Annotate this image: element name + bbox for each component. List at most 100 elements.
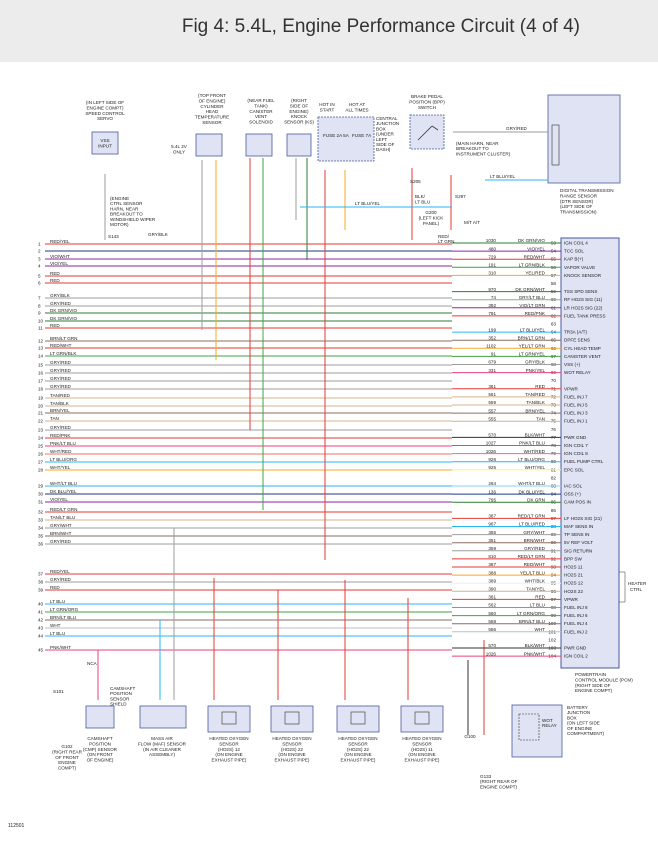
wire-color-label: BRN/YEL bbox=[50, 408, 70, 413]
wire-color-label: BRN/LT GRN bbox=[50, 336, 77, 341]
pcm-signal-label: FUEL INJ 4 bbox=[564, 621, 588, 626]
ground-g133: ENGINE COMPT) bbox=[480, 784, 517, 789]
pcm-circuit-number: 795 bbox=[488, 497, 496, 502]
maf-sensor-caption: ASSEMBLY) bbox=[149, 752, 175, 757]
wire-color-label: TAN/LT BLU bbox=[50, 515, 75, 520]
wire-index: 22 bbox=[38, 419, 44, 424]
nca-label: NCA bbox=[87, 661, 98, 666]
wire-color-label: DK GRN/VIO bbox=[50, 308, 77, 313]
pcm-circuit-number: 264 bbox=[488, 481, 496, 486]
pcm-signal-label: VPWR bbox=[564, 386, 578, 391]
pcm-wire-color: PNK/WHT bbox=[524, 651, 545, 656]
battery-box-caption: COMPARTMENT) bbox=[567, 731, 605, 736]
pcm-circuit-number: 387 bbox=[488, 514, 496, 519]
wire-color-label: RED bbox=[50, 323, 60, 328]
wire-index: 21 bbox=[38, 411, 44, 416]
cam-shield-caption: SHIELD bbox=[110, 702, 127, 707]
pcm-circuit-number: 389 bbox=[488, 578, 496, 583]
engine-harness-note: BREAKOUT TO bbox=[110, 212, 143, 217]
ho2s-element-symbol bbox=[414, 711, 430, 725]
ground-g102: G102 bbox=[61, 744, 73, 749]
wire-index: 40 bbox=[38, 602, 44, 607]
pcm-wire-color: TAN/BLK bbox=[526, 400, 546, 405]
wire-color-label: GRY/RED bbox=[50, 376, 72, 381]
pcm-circuit-number: 74 bbox=[491, 295, 497, 300]
pcm-pin-number: 86 bbox=[551, 508, 557, 513]
pcm-signal-label: FUEL INJ 3 bbox=[564, 411, 588, 416]
pcm-signal-label: HO2S 11 bbox=[564, 565, 583, 570]
mt-at-label: M/T A/T bbox=[464, 220, 480, 225]
pcm-caption: CONTROL MODULE (PCM) bbox=[575, 677, 633, 682]
wire-color-label: PNK/WHT bbox=[50, 645, 71, 650]
wire-color-label: RED/WHT bbox=[50, 343, 72, 348]
pcm-wire-color: BRN/YEL bbox=[525, 408, 545, 413]
knock-sensor-caption: SENSOR (KS) bbox=[284, 120, 314, 125]
battery-box-caption: OF ENGINE bbox=[567, 726, 592, 731]
pcm-wire-color: DK GRN/VIO bbox=[518, 238, 545, 243]
junction-box-caption: BOX bbox=[376, 126, 386, 131]
wire-color-label: TAN/BLK bbox=[50, 401, 70, 406]
pcm-pin-number: 102 bbox=[548, 637, 556, 642]
pcm-circuit-number: 925 bbox=[488, 465, 496, 470]
cht-sensor-caption: HEAD bbox=[206, 109, 219, 114]
wire-color-label: WHT/YEL bbox=[50, 465, 71, 470]
cmp-sensor-caption: POSITION bbox=[89, 741, 111, 746]
pcm-circuit-number: 970 bbox=[488, 287, 496, 292]
hot-at-all-times-caption: ALL TIMES bbox=[345, 107, 368, 112]
hot-in-start-caption: HOT IN bbox=[319, 102, 334, 107]
cmp-sensor-caption: (CMP) SENSOR bbox=[83, 747, 118, 752]
knock-sensor-caption: KNOCK bbox=[291, 114, 308, 119]
wire-index: 17 bbox=[38, 379, 44, 384]
heater-bracket bbox=[619, 571, 626, 603]
ground-g200: G200 bbox=[425, 210, 437, 215]
dtr-resistor-ladder bbox=[551, 124, 560, 166]
wire-index: 27 bbox=[38, 460, 44, 465]
wire-index: 43 bbox=[38, 626, 44, 631]
main-harness-note: (MAIN HARN, NEAR bbox=[456, 141, 499, 146]
pcm-signal-label: KNOCK SENSOR bbox=[564, 273, 602, 278]
wire-index: 1 bbox=[38, 242, 41, 247]
pcm-signal-label: WOT RELAY bbox=[564, 370, 591, 375]
ground-g133: G133 bbox=[480, 774, 492, 779]
pcm-circuit-number: 967 bbox=[488, 522, 496, 527]
pcm-signal-label: BPP SW bbox=[564, 556, 582, 561]
pcm-wire-color: BRN/LT GRN bbox=[518, 335, 545, 340]
junction-box-caption: DASH) bbox=[376, 147, 391, 152]
pcm-signal-label: IGN COIL 2 bbox=[564, 654, 588, 659]
pcm-circuit-number: 361 bbox=[488, 384, 496, 389]
pcm-wire-color: VIO/YEL bbox=[527, 246, 545, 251]
wire-index: 6 bbox=[38, 281, 41, 286]
pcm-circuit-number: 560 bbox=[488, 611, 496, 616]
pcm-circuit-number: 388 bbox=[488, 570, 496, 575]
wire-color-label: RED/YEL bbox=[50, 239, 70, 244]
pcm-pin-number: 70 bbox=[551, 378, 557, 383]
pcm-wire-color: LT GRN/ORG bbox=[517, 611, 546, 616]
heater-ctrl-label: CTRL bbox=[630, 587, 642, 592]
wire-color-label: GRY/RED bbox=[50, 360, 72, 365]
junction-box-caption: LEFT bbox=[376, 137, 387, 142]
wire-index: 31 bbox=[38, 500, 44, 505]
pcm-wire-color: DK GRN/WHT bbox=[515, 287, 545, 292]
ho2s-sensor-caption: HEATED OXYGEN bbox=[402, 736, 441, 741]
wire-color-label: RED/PNK bbox=[50, 433, 71, 438]
pcm-signal-label: FUEL INJ 7 bbox=[564, 394, 588, 399]
wire-color-label: RED bbox=[50, 585, 60, 590]
wire-color-label: TAN/RED bbox=[50, 393, 71, 398]
vss-input-label: VSS bbox=[100, 138, 109, 143]
wire-color-label: RED bbox=[50, 278, 60, 283]
wire-index: 15 bbox=[38, 363, 44, 368]
wire-color-label: BRN/LT BLU bbox=[50, 615, 76, 620]
ho2s-sensor-caption: (HO2S) 11 bbox=[411, 747, 433, 752]
wire-color-label: LT GRN/BLK bbox=[50, 351, 77, 356]
pcm-circuit-number: 359 bbox=[488, 546, 496, 551]
pcm-circuit-number: 355 bbox=[488, 530, 496, 535]
maf-sensor-box bbox=[139, 705, 187, 729]
pcm-signal-label: 5V REF VOLT bbox=[564, 540, 593, 545]
maf-sensor-caption: (IN AIR CLEANER bbox=[143, 747, 181, 752]
wire-color-label: LT BLU bbox=[50, 599, 65, 604]
wire-index: 14 bbox=[38, 354, 44, 359]
wire-index: 38 bbox=[38, 580, 44, 585]
ho2s-sensor-box bbox=[270, 705, 314, 733]
bpp-switch-caption: BRAKE PEDAL bbox=[411, 94, 443, 99]
pcm-signal-label: KAP B(+) bbox=[564, 257, 584, 262]
